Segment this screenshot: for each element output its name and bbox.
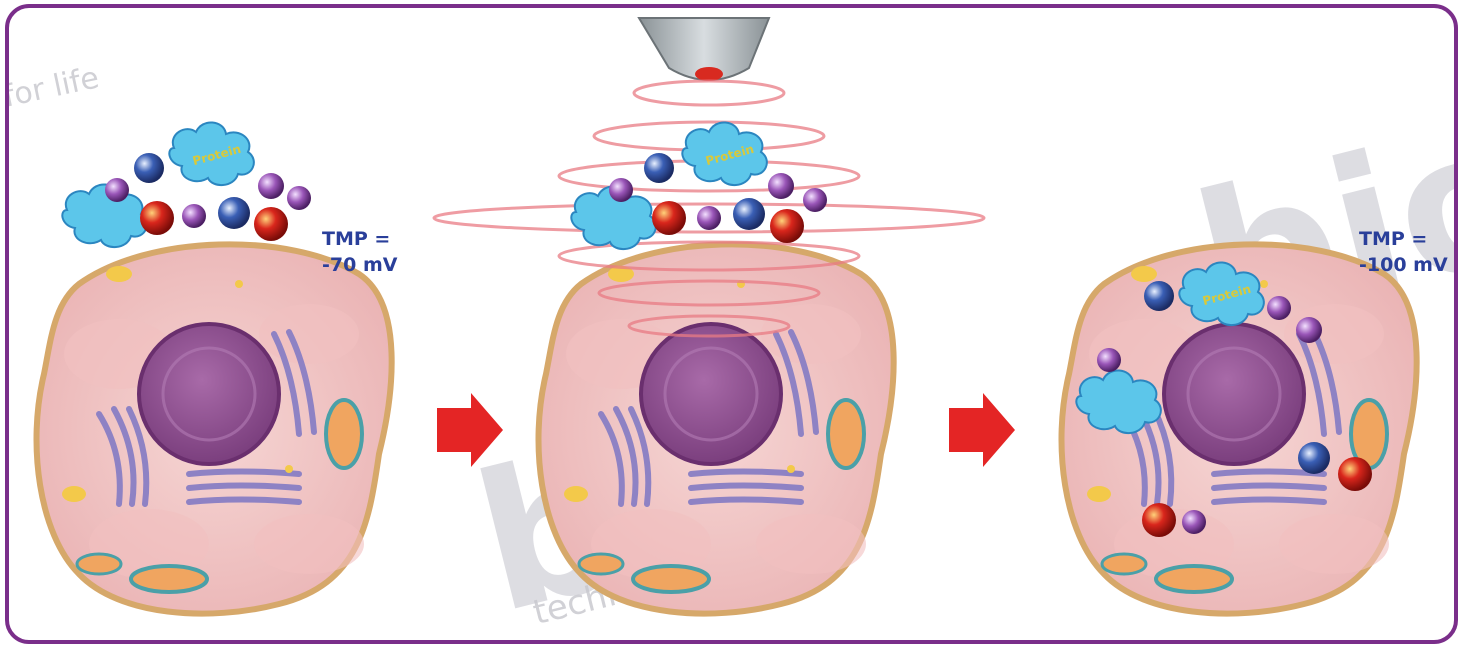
- ultrasound-probe: [639, 18, 769, 81]
- tmp-value: -70 mV: [322, 252, 397, 278]
- step-arrow-1: [437, 393, 503, 467]
- tmp-label-after: TMP = -100 mV: [1359, 226, 1448, 278]
- molecules-before: [62, 122, 311, 247]
- figure-frame: for life bio technologies for life bio: [5, 4, 1458, 644]
- cell-before: [37, 244, 392, 613]
- molecules-during: [571, 122, 827, 249]
- tmp-value: -100 mV: [1359, 252, 1448, 278]
- cell-diagram: [9, 8, 1458, 644]
- tmp-label-before: TMP = -70 mV: [322, 226, 397, 278]
- step-arrow-2: [949, 393, 1015, 467]
- cell-during: [539, 244, 894, 613]
- tmp-title: TMP =: [322, 226, 397, 252]
- tmp-title: TMP =: [1359, 226, 1448, 252]
